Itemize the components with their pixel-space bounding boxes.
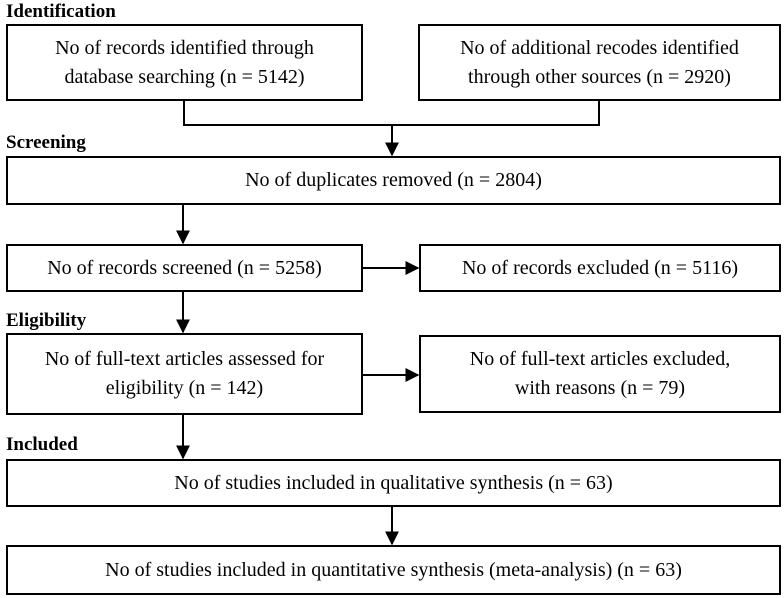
box-qualitative-synthesis: No of studies included in qualitative sy… — [6, 459, 781, 507]
box-database-search: No of records identified through databas… — [6, 24, 363, 101]
section-label-eligibility: Eligibility — [6, 310, 87, 331]
merge-connector — [183, 100, 600, 126]
box-duplicates-removed-text: No of duplicates removed (n = 2804) — [245, 169, 542, 191]
box-records-screened: No of records screened (n = 5258) — [6, 244, 363, 292]
box-database-search-text: No of records identified through databas… — [55, 36, 314, 88]
box-records-excluded: No of records excluded (n = 5116) — [419, 244, 781, 292]
box-quantitative-synthesis-text: No of studies included in quantitative s… — [105, 558, 682, 581]
box-duplicates-removed: No of duplicates removed (n = 2804) — [6, 156, 781, 205]
box-records-excluded-text: No of records excluded (n = 5116) — [461, 256, 738, 279]
box-fulltext-assessed: No of full-text articles assessed for el… — [6, 333, 363, 415]
box-quantitative-synthesis: No of studies included in quantitative s… — [6, 545, 781, 595]
box-records-screened-text: No of records screened (n = 5258) — [47, 256, 322, 279]
box-fulltext-excluded: No of full-text articles excluded, with … — [419, 335, 781, 413]
box-other-sources: No of additional recodes identified thro… — [418, 24, 781, 101]
box-other-sources-text: No of additional recodes identified thro… — [460, 36, 739, 88]
box-fulltext-excluded-text: No of full-text articles excluded, with … — [469, 348, 731, 399]
section-label-screening: Screening — [6, 132, 86, 153]
section-label-identification: Identification — [6, 1, 116, 22]
box-fulltext-assessed-text: No of full-text articles assessed for el… — [44, 348, 325, 399]
box-qualitative-synthesis-text: No of studies included in qualitative sy… — [174, 471, 613, 494]
section-label-included: Included — [6, 434, 78, 455]
